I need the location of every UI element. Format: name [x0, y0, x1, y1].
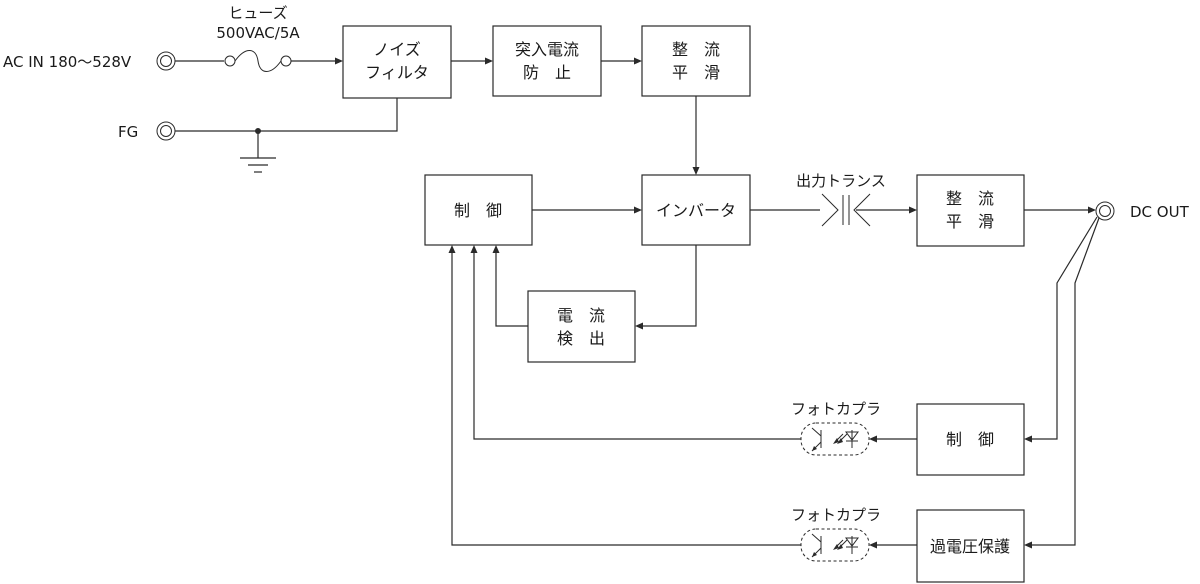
dc-out-label: DC OUT: [1130, 203, 1190, 221]
fg-terminal: [156, 121, 176, 141]
inverter-block: インバータ: [641, 174, 751, 246]
overvoltage-protection-block: 過電圧保護: [916, 509, 1025, 583]
dc-out-terminal: [1095, 201, 1115, 221]
rectifier-input-block: 整 流 平 滑: [641, 25, 751, 97]
svg-text:平 滑: 平 滑: [946, 212, 994, 231]
wire-inrush-to-rectifier: [601, 57, 642, 65]
svg-text:制 御: 制 御: [454, 201, 502, 220]
svg-text:過電圧保護: 過電圧保護: [930, 537, 1010, 556]
wire-inverter-to-current-detection: [635, 245, 697, 330]
svg-text:検 出: 検 出: [557, 329, 605, 348]
current-detection-block: 電 流 検 出: [527, 290, 636, 363]
svg-text:ノイズ: ノイズ: [373, 40, 421, 59]
noise-filter-block: ノイズ フィルタ: [342, 25, 452, 99]
ac-in-label: AC IN 180～528V: [3, 53, 132, 71]
transformer-label: 出力トランス: [796, 172, 886, 190]
svg-text:制 御: 制 御: [946, 430, 994, 449]
wire-dc-out-to-overvoltage: [1024, 217, 1100, 549]
control-feedback-block: 制 御: [916, 403, 1025, 476]
fuse-symbol: [175, 50, 343, 72]
wire-control-to-inverter: [532, 206, 642, 214]
svg-text:電 流: 電 流: [557, 306, 605, 325]
svg-text:整 流: 整 流: [946, 189, 994, 208]
svg-text:突入電流: 突入電流: [515, 40, 579, 59]
svg-text:インバータ: インバータ: [656, 201, 736, 220]
transformer-symbol: [750, 193, 917, 227]
svg-text:防 止: 防 止: [523, 63, 571, 82]
wire-current-detection-to-control: [492, 245, 528, 327]
wire-rectifier-to-inverter: [692, 96, 700, 175]
wire-fg-ground: [175, 98, 398, 173]
photocoupler-1-symbol: [470, 245, 917, 456]
rectifier-output-block: 整 流 平 滑: [916, 174, 1025, 247]
svg-text:整 流: 整 流: [672, 40, 720, 59]
wire-dc-out-to-control-feedback: [1024, 216, 1098, 443]
fuse-label-rating: 500VAC/5A: [216, 24, 300, 42]
wire-filter-to-inrush: [451, 57, 493, 65]
inrush-protection-block: 突入電流 防 止: [492, 25, 602, 97]
svg-text:平 滑: 平 滑: [672, 63, 720, 82]
wire-rectifier-to-dc-out: [1024, 206, 1096, 214]
photocoupler-2-label: フォトカプラ: [791, 506, 881, 524]
fuse-label-name: ヒューズ: [228, 4, 287, 22]
photocoupler-2-symbol: [448, 245, 917, 562]
svg-text:フィルタ: フィルタ: [365, 63, 429, 82]
photocoupler-1-label: フォトカプラ: [791, 400, 881, 418]
control-main-block: 制 御: [424, 174, 533, 246]
fg-label: FG: [118, 123, 138, 141]
ac-in-terminal: [156, 51, 176, 71]
